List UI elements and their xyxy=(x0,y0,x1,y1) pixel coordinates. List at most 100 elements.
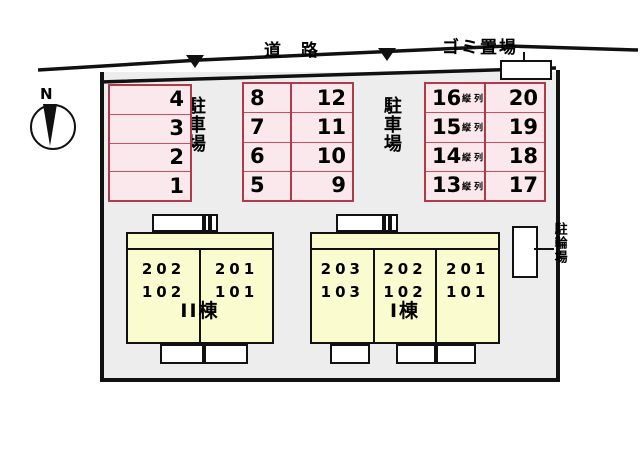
parking-space[interactable]: 12 xyxy=(292,84,352,112)
unit-number-upper: 201 xyxy=(446,260,490,278)
unit-number-upper: 202 xyxy=(383,260,427,278)
parking-space-number: 10 xyxy=(316,144,347,169)
parking-space[interactable]: 3 xyxy=(110,113,190,143)
parking-space-number: 9 xyxy=(331,173,347,198)
building-1-veranda-divider-a xyxy=(384,214,390,232)
garbage-station-box xyxy=(500,60,552,80)
unit-block[interactable]: 202 102 xyxy=(372,250,436,342)
building-2-porch-1 xyxy=(160,344,204,364)
parking-space[interactable]: 5 xyxy=(244,170,290,200)
parking-space[interactable]: 6 xyxy=(244,141,290,171)
parking-space-number: 3 xyxy=(169,116,184,141)
tandem-label: 縦 xyxy=(460,122,470,132)
unit-number-lower: 101 xyxy=(446,282,490,301)
parking-block-divider xyxy=(289,84,292,200)
parking-space[interactable]: 1 xyxy=(110,171,190,200)
unit-numbers: 203 103 xyxy=(312,258,373,303)
parking-space[interactable]: 17 xyxy=(486,170,544,200)
parking-space[interactable]: 9 xyxy=(291,170,353,200)
unit-numbers: 201 101 xyxy=(437,258,498,303)
building-1-name: I棟 xyxy=(389,300,421,322)
building-2-name: II棟 xyxy=(180,300,220,322)
parking-space-number: 11 xyxy=(316,114,347,139)
garbage-station-label: ゴミ置場 xyxy=(442,38,518,58)
unit-numbers: 202 102 xyxy=(128,258,199,303)
building-1-porch-2 xyxy=(396,344,436,364)
unit-block[interactable]: 201 101 xyxy=(199,250,272,342)
building-2-roof-bar xyxy=(128,234,272,250)
parking-space[interactable]: 4 xyxy=(110,86,190,114)
unit-numbers: 202 102 xyxy=(375,258,436,303)
tandem-label: 列 xyxy=(472,93,482,103)
unit-block[interactable]: 202 102 xyxy=(128,250,199,342)
building-1-porch-3 xyxy=(436,344,476,364)
parking-space[interactable]: 10 xyxy=(291,141,353,171)
parking-space[interactable]: 16 縦 列 xyxy=(426,84,484,112)
parking-space-number: 13 xyxy=(432,173,462,198)
garbage-leader-line xyxy=(523,52,525,64)
parking-space[interactable]: 2 xyxy=(110,142,190,172)
building-2-porch-2 xyxy=(204,344,248,364)
building-1-veranda-left xyxy=(336,214,384,232)
unit-number-upper: 202 xyxy=(141,260,186,278)
bicycle-parking-leader-line xyxy=(534,248,554,250)
unit-number-upper: 201 xyxy=(214,260,259,278)
building-2-veranda-divider-b xyxy=(210,214,218,232)
parking-space[interactable]: 8 xyxy=(244,84,290,112)
unit-block[interactable]: 203 103 xyxy=(312,250,373,342)
compass-needle-icon xyxy=(43,104,57,146)
parking-space[interactable]: 11 xyxy=(291,112,353,141)
building-1-roof-bar xyxy=(312,234,498,250)
unit-number-upper: 203 xyxy=(320,260,364,278)
parking-block-east: 16 縦 列 15 縦 列 14 縦 列 13 縦 列 20 xyxy=(424,82,546,202)
tandem-label: 縦 xyxy=(460,181,470,191)
parking-space-number: 20 xyxy=(508,85,538,110)
parking-space-number: 18 xyxy=(508,144,538,169)
parking-space[interactable]: 13 縦 列 xyxy=(426,170,484,200)
building-1-veranda-divider-b xyxy=(390,214,398,232)
parking-space[interactable]: 7 xyxy=(244,112,290,141)
parking-space[interactable]: 14 縦 列 xyxy=(426,141,484,171)
parking-space[interactable]: 19 xyxy=(486,112,544,141)
parking-space[interactable]: 15 縦 列 xyxy=(426,112,484,141)
parking-space-number: 7 xyxy=(250,114,265,139)
parking-space-number: 15 xyxy=(432,114,462,139)
unit-number-lower: 102 xyxy=(141,282,186,301)
building-2-veranda-left xyxy=(152,214,204,232)
unit-numbers: 201 101 xyxy=(201,258,272,303)
parking-block-center: 8 7 6 5 12 11 10 9 xyxy=(242,82,354,202)
tandem-label: 縦 xyxy=(460,93,470,103)
bicycle-parking-label: 駐輪場 xyxy=(551,222,567,264)
parking-space-number: 5 xyxy=(250,173,265,198)
parking-space[interactable]: 18 xyxy=(486,141,544,171)
unit-number-lower: 103 xyxy=(320,282,364,301)
parking-space-number: 1 xyxy=(169,173,184,198)
building-2-veranda-divider-a xyxy=(204,214,210,232)
compass-circle xyxy=(30,104,76,150)
bicycle-parking-box xyxy=(512,226,538,278)
building-2-units: 202 102 201 101 xyxy=(128,250,272,342)
entrance-arrow-east xyxy=(378,48,396,61)
parking-label-east: 駐車場 xyxy=(380,96,402,153)
site-boundary-right xyxy=(556,70,560,382)
parking-space-number: 8 xyxy=(250,85,265,110)
tandem-label: 列 xyxy=(472,152,482,162)
parking-space-number: 14 xyxy=(432,144,462,169)
parking-block-west: 4 3 2 1 xyxy=(108,84,192,202)
parking-block-divider xyxy=(484,84,486,200)
tandem-label: 列 xyxy=(472,122,482,132)
road-boundary-line xyxy=(38,44,638,72)
building-2: 202 102 201 101 II棟 xyxy=(126,232,274,344)
site-boundary-top xyxy=(99,66,557,84)
parking-space[interactable]: 20 xyxy=(486,84,544,112)
parking-space-number: 16 xyxy=(432,85,462,110)
unit-block[interactable]: 201 101 xyxy=(435,250,498,342)
parking-space-number: 17 xyxy=(508,173,538,198)
parking-space-number: 2 xyxy=(169,144,184,169)
compass-north-label: N xyxy=(40,85,53,103)
building-1: 203 103 202 102 201 101 I棟 xyxy=(310,232,500,344)
building-1-units: 203 103 202 102 201 101 xyxy=(312,250,498,342)
tandem-label: 列 xyxy=(472,181,482,191)
site-boundary-bottom xyxy=(100,378,560,382)
parking-space-number: 12 xyxy=(316,85,347,110)
